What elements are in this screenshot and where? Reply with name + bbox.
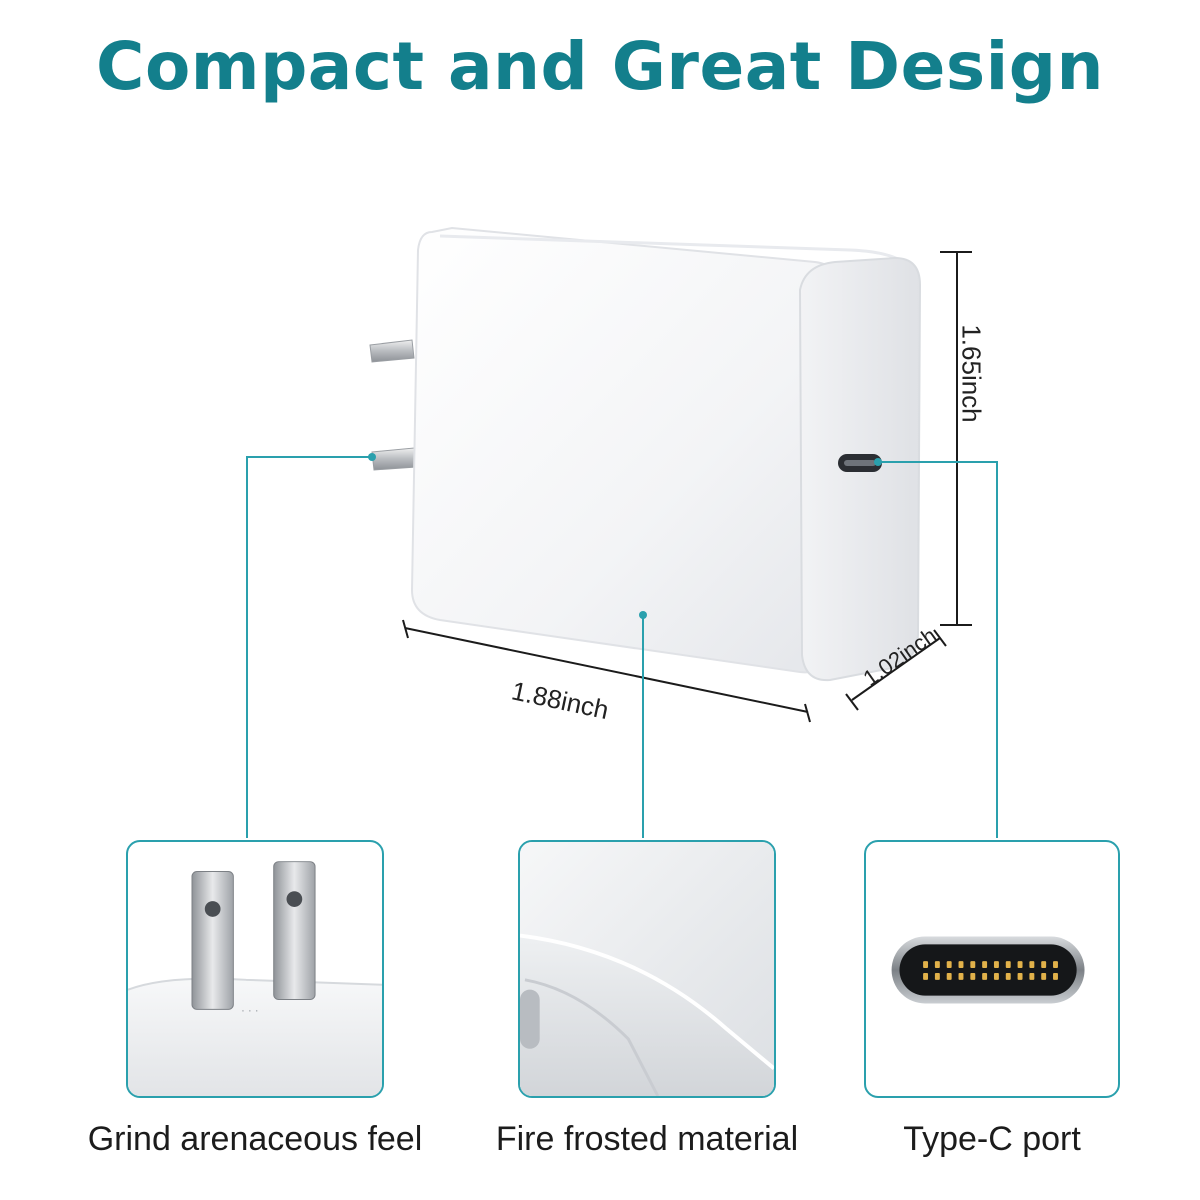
charger-body — [410, 226, 922, 682]
callout-lines — [246, 456, 998, 838]
height-label: 1.65inch — [956, 324, 987, 423]
usb-c-port-icon — [891, 936, 1085, 1004]
feature-panel-frosted — [518, 840, 776, 1098]
callout-dots — [368, 453, 882, 619]
width-dimension — [402, 619, 811, 723]
frosted-corner-icon — [520, 842, 774, 1096]
svg-text:· · ·: · · · — [241, 1004, 258, 1017]
feature-panel-prongs: · · · — [126, 840, 384, 1098]
page-title: Compact and Great Design — [96, 28, 1104, 105]
feature-panel-typec — [864, 840, 1120, 1098]
feature-caption-frosted: Fire frosted material — [495, 1120, 799, 1158]
plug-prongs-icon: · · · — [128, 861, 382, 1096]
prong-upper — [369, 339, 415, 363]
depth-dimension — [845, 629, 947, 711]
feature-caption-prongs: Grind arenaceous feel — [87, 1120, 423, 1158]
height-dimension — [940, 251, 972, 626]
usb-c-slot — [838, 454, 882, 472]
prong-lower — [371, 447, 417, 471]
feature-caption-typec: Type-C port — [903, 1120, 1081, 1158]
